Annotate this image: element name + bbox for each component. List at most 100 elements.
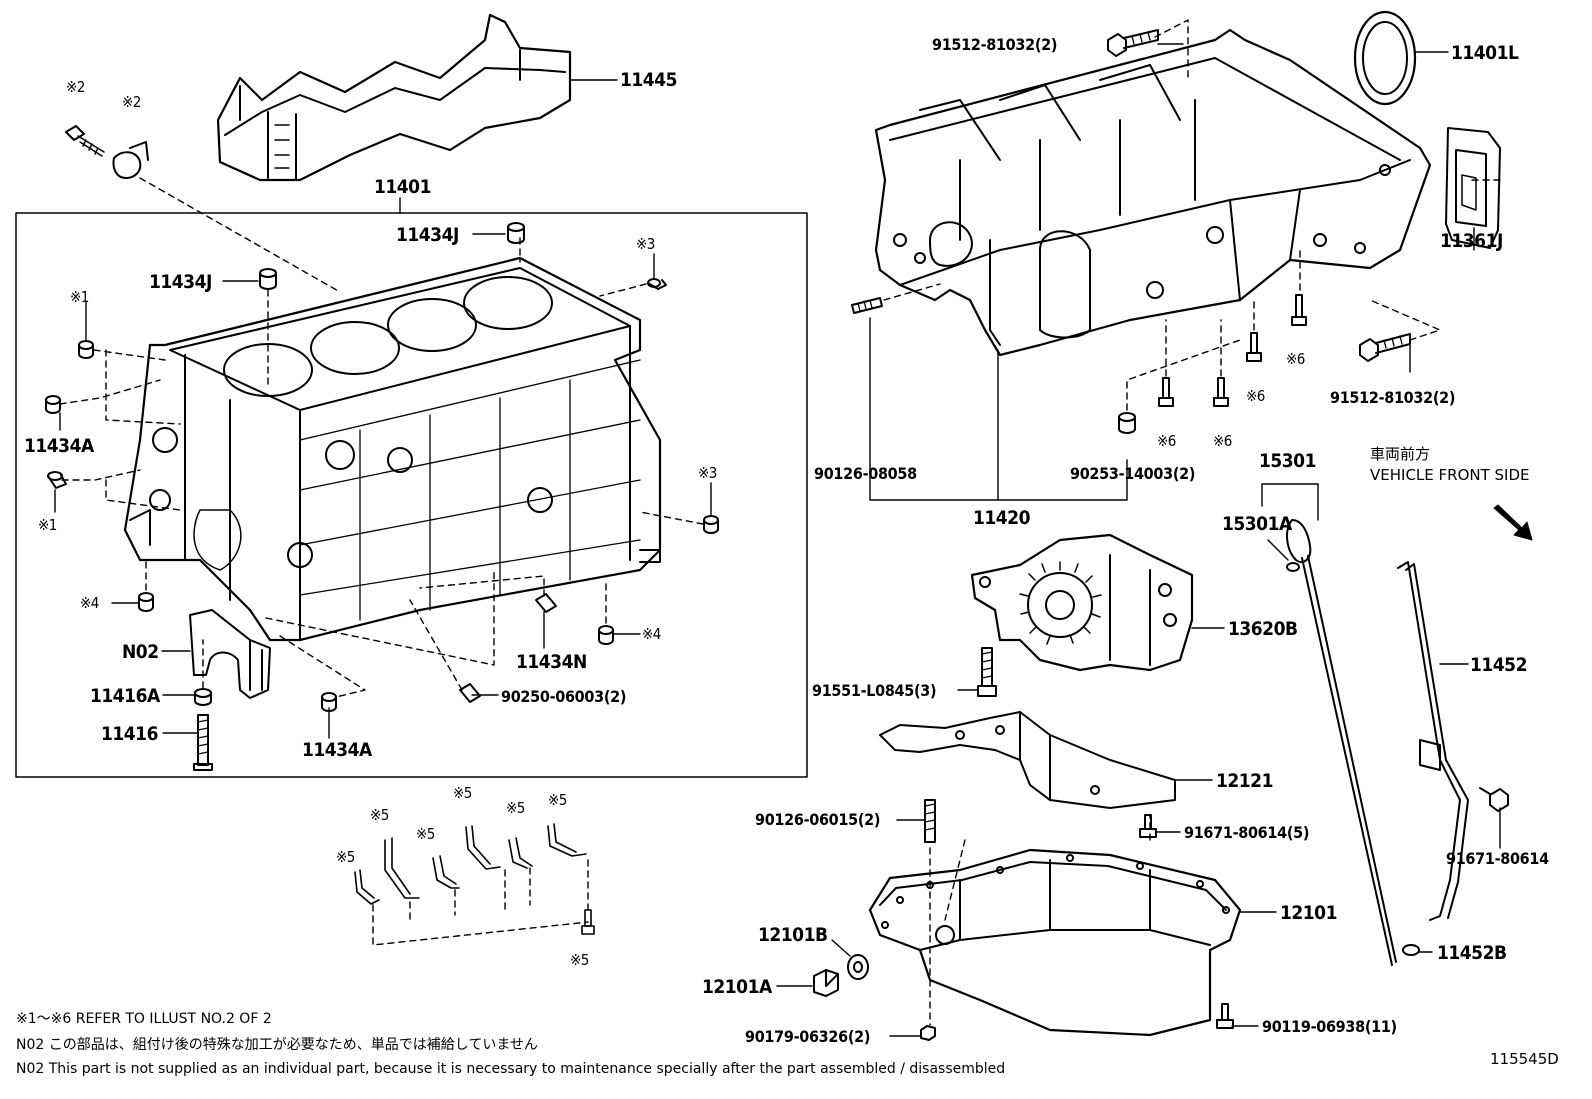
bolt-marked-6-c — [1158, 377, 1174, 407]
oil-seal-11401L — [1353, 10, 1417, 106]
pin-marked-4-right — [598, 625, 614, 645]
oil-level-gauge-15301-part — [1286, 519, 1397, 966]
pin-11434A-left — [45, 395, 61, 414]
pin-marked-1-upper — [78, 340, 94, 359]
label-11416: 11416 — [101, 723, 158, 745]
marker-5-f: ※5 — [548, 791, 567, 809]
label-11434A-bottom: 11434A — [302, 739, 372, 761]
marker-4-right: ※4 — [642, 625, 661, 643]
marker-3-lower: ※3 — [698, 464, 717, 482]
oil-pan-reference-lines — [883, 19, 1501, 411]
marker-5-g: ※5 — [570, 951, 589, 969]
oil-pan-lower-12101-part — [868, 848, 1242, 1037]
n02-note-jp: N02 この部品は、組付け後の特殊な加工が必要なため、単品では補給していません — [16, 1037, 538, 1053]
label-91671-80614: 91671-80614 — [1446, 849, 1549, 868]
label-91671-80614-5: 91671-80614(5) — [1184, 823, 1310, 842]
label-11452: 11452 — [1470, 654, 1527, 676]
label-15301A: 15301A — [1222, 513, 1292, 535]
label-11445: 11445 — [620, 69, 677, 91]
marker-1-upper: ※1 — [70, 288, 89, 306]
n02-note-en: N02 This part is not supplied as an indi… — [16, 1061, 1006, 1077]
marker-5-a: ※5 — [336, 848, 355, 866]
vehicle-front-jp: 車両前方 — [1370, 445, 1431, 463]
label-11361J: 11361J — [1440, 230, 1503, 252]
bolt-marked-6-b — [1246, 332, 1262, 362]
label-12101: 12101 — [1280, 902, 1337, 924]
label-90250-06003: 90250-06003(2) — [501, 687, 627, 706]
bolt-marked-6-d — [1213, 377, 1229, 407]
label-91512-81032-right: 91512-81032(2) — [1330, 388, 1456, 407]
marker-5-d: ※5 — [453, 784, 472, 802]
label-11434J-left: 11434J — [149, 271, 212, 293]
label-90253-14003: 90253-14003(2) — [1070, 464, 1196, 483]
marker-4-left: ※4 — [80, 594, 99, 612]
pin-90253 — [1118, 412, 1136, 434]
label-11416A: 11416A — [90, 685, 160, 707]
stud-90126-08058 — [851, 297, 883, 314]
marker-5-c: ※5 — [416, 825, 435, 843]
plug-12101A — [813, 969, 839, 997]
illustration-id: 115545D — [1490, 1050, 1559, 1068]
oil-jet-brackets-marked-5 — [354, 823, 595, 935]
leader-lines — [54, 43, 1501, 1037]
bracket-15301 — [1261, 483, 1319, 521]
label-90126-08058: 90126-08058 — [814, 464, 917, 483]
marker-2-sleeve: ※2 — [122, 93, 141, 111]
label-12101A: 12101A — [702, 976, 772, 998]
baffle-plate-12121-part — [879, 711, 1176, 809]
pin-11434J-upper — [507, 222, 525, 244]
front-direction-arrow — [1493, 504, 1533, 541]
marker-1-lower: ※1 — [38, 516, 57, 534]
label-11420: 11420 — [973, 507, 1030, 529]
marked-bolt-2 — [65, 125, 149, 179]
label-N02: N02 — [122, 641, 159, 663]
oil-pan-upper-11420-part — [874, 28, 1432, 357]
bearing-cap-N02-part — [189, 609, 271, 699]
pin-marked-3-upper — [647, 278, 667, 290]
label-11434A-left: 11434A — [24, 435, 94, 457]
label-91551-L0845: 91551-L0845(3) — [812, 681, 937, 700]
label-12101B: 12101B — [758, 924, 828, 946]
cover-11361J — [1445, 127, 1501, 249]
cylinder-block-11401-part — [123, 256, 662, 642]
marker-5-e: ※5 — [506, 799, 525, 817]
bolt-marked-6-a — [1291, 294, 1307, 326]
lower-pan-reference-lines — [929, 814, 1151, 1026]
label-90119-06938: 90119-06938(11) — [1262, 1017, 1397, 1036]
bolt-91551 — [977, 647, 997, 697]
marker-6-a: ※6 — [1286, 350, 1305, 368]
marker-6-d: ※6 — [1213, 432, 1232, 450]
oil-jet-reference-lines — [372, 859, 589, 946]
label-91512-81032-top: 91512-81032(2) — [932, 35, 1058, 54]
label-90179-06326: 90179-06326(2) — [745, 1027, 871, 1046]
marker-3-upper: ※3 — [636, 235, 655, 253]
label-11401: 11401 — [374, 176, 431, 198]
pin-marked-3-lower — [703, 515, 719, 534]
bolt-90119 — [1216, 1003, 1234, 1029]
stud-90126-06015 — [924, 799, 936, 843]
label-11452B: 11452B — [1437, 942, 1507, 964]
marker-6-c: ※6 — [1157, 432, 1176, 450]
bolt-91671-80614-5 — [1139, 814, 1157, 838]
marker-6-b: ※6 — [1246, 387, 1265, 405]
label-11434J-upper: 11434J — [396, 224, 459, 246]
bolt-91512-top — [1107, 29, 1159, 57]
label-15301: 15301 — [1259, 450, 1316, 472]
label-90126-06015: 90126-06015(2) — [755, 810, 881, 829]
pin-11434J-left — [259, 268, 277, 290]
o-ring-15301A — [1286, 562, 1300, 572]
bolt-91512-right — [1359, 333, 1411, 362]
gasket-12101B — [847, 954, 869, 980]
label-11434N: 11434N — [516, 651, 587, 673]
label-13620B: 13620B — [1228, 618, 1298, 640]
o-ring-11452B — [1402, 944, 1420, 956]
pin-11434N — [535, 593, 557, 613]
refer-note: ※1～※6 REFER TO ILLUST NO.2 OF 2 — [16, 1011, 272, 1027]
washer-11416A — [194, 688, 212, 706]
nut-90179 — [920, 1025, 936, 1041]
gauge-guide-11452-part — [1397, 561, 1469, 921]
pin-marked-4-left — [138, 592, 154, 612]
insulator-11445-part — [216, 13, 572, 182]
